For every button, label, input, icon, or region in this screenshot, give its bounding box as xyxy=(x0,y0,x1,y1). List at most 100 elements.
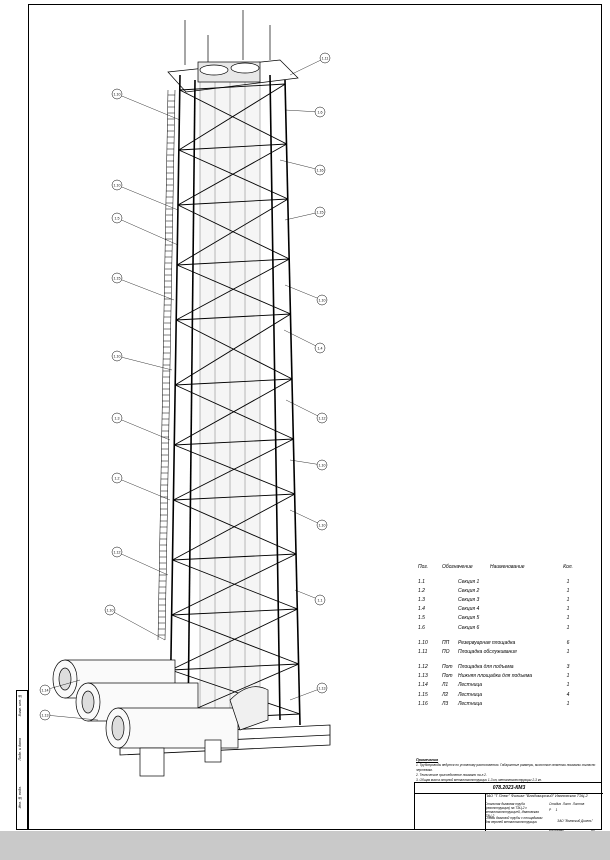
callout-label: 1.12 xyxy=(319,416,326,420)
callout-bubble xyxy=(316,519,328,531)
callout-leader xyxy=(289,459,323,466)
spec-cell-designation: Пот xyxy=(442,673,453,680)
spec-header-pos: Поз. xyxy=(418,563,429,570)
notes-title: Примечания xyxy=(416,758,439,762)
ring-beam xyxy=(178,143,287,151)
spec-cell-name: Секция 6 xyxy=(458,624,480,631)
side-stamp-label: Взам. инв. № xyxy=(18,694,22,717)
callout-bubble xyxy=(111,179,123,191)
bottom-scrollbar-area[interactable] xyxy=(0,831,610,860)
callout-bubble xyxy=(316,412,328,424)
spec-cell-designation: Л3 xyxy=(442,700,449,707)
callout-leader xyxy=(116,217,179,246)
stage-value: Р xyxy=(549,808,552,812)
callout-leader xyxy=(289,509,323,526)
title-block: 078.2023-КМ3 ПАО "Т Плюс" Филиал "Владим… xyxy=(414,782,603,832)
spec-cell-pos: 1.11 xyxy=(418,648,428,655)
spec-cell-qty: 3 xyxy=(566,664,570,671)
spec-cell-qty: 1 xyxy=(566,606,570,613)
spec-cell-pos: 1.12 xyxy=(418,664,428,671)
note-item: 3. Общая масса опорной металлоконструкци… xyxy=(416,778,542,782)
spec-cell-name: Резервуарная площадка xyxy=(458,639,516,646)
callout-leader xyxy=(289,57,326,76)
callout-label: 1.10 xyxy=(319,463,326,467)
diagonal-brace xyxy=(178,149,289,200)
callout-bubble xyxy=(39,709,51,721)
callout-label: 1.10 xyxy=(114,183,121,187)
callout-bubble xyxy=(319,52,331,64)
spec-cell-qty: 6 xyxy=(566,639,570,646)
cross-bracing xyxy=(169,83,301,721)
diagonal-brace xyxy=(173,499,297,555)
callout-bubble xyxy=(316,459,328,471)
diagonal-brace xyxy=(179,89,287,145)
spec-cell-pos: 1.2 xyxy=(418,587,425,594)
sheet-label: Лист xyxy=(562,802,571,806)
diagonal-brace xyxy=(176,198,289,266)
spec-cell-designation: Пот xyxy=(442,664,453,671)
callout-label: 1.6 xyxy=(318,110,323,114)
callout-leader xyxy=(44,714,99,721)
diagonal-brace xyxy=(171,553,297,616)
callout-bubble xyxy=(111,212,123,224)
spec-cell-name: Лестница xyxy=(458,691,483,698)
side-stamp-label: Подп. и дата xyxy=(18,738,22,761)
callout-bubble xyxy=(111,472,123,484)
callout-label: 1.3 xyxy=(115,416,120,420)
ring-beam xyxy=(177,198,289,206)
callout-label: 1.13 xyxy=(319,686,326,690)
spec-cell-qty: 1 xyxy=(566,596,570,603)
callout-label: 1.2 xyxy=(115,476,120,480)
spec-cell-name: Секция 5 xyxy=(458,615,480,622)
spec-cell-name: Секция 1 xyxy=(458,578,480,585)
callout-bubble xyxy=(316,682,328,694)
spec-header-qty: Кол. xyxy=(563,563,573,570)
callout-label: 1.15 xyxy=(317,210,324,214)
spec-cell-name: Площадка для подъема xyxy=(458,664,514,671)
diagonal-brace xyxy=(171,614,299,665)
ring-beam xyxy=(174,438,294,446)
spec-cell-qty: 1 xyxy=(566,673,570,680)
callout-bubble xyxy=(111,412,123,424)
diagonal-brace xyxy=(172,493,296,561)
spec-cell-pos: 1.16 xyxy=(418,700,428,707)
drawing-frame xyxy=(28,4,602,830)
document-code: 078.2023-КМ3 xyxy=(415,783,603,794)
spec-cell-qty: 1 xyxy=(566,578,570,585)
diagonal-brace xyxy=(170,608,298,671)
ring-beam xyxy=(176,313,291,321)
side-stamp: Взам. инв. № Подп. и дата Инв. № подл. xyxy=(2,690,28,830)
spec-cell-designation: Л2 xyxy=(442,691,449,698)
diagonal-brace xyxy=(175,258,290,321)
ring-beam xyxy=(175,378,293,386)
spec-cell-name: Площадка обслуживания xyxy=(458,648,517,655)
callout-label: 1.13 xyxy=(42,713,49,717)
diagonal-brace xyxy=(172,559,298,610)
diagonal-brace xyxy=(177,143,287,206)
callout-leader xyxy=(116,355,173,371)
spec-header-name: Наименование xyxy=(490,563,525,570)
copied-label: Копировал xyxy=(549,828,564,832)
spec-cell-name: Нижняя площадка для подъема xyxy=(458,673,533,680)
diagonal-brace xyxy=(175,319,293,380)
callout-leader xyxy=(116,477,171,501)
callout-bubble xyxy=(111,546,123,558)
spec-cell-designation: Л1 xyxy=(442,682,449,689)
note-item: 2. Техническое присоединение показано на… xyxy=(416,773,487,777)
spec-cell-designation: ПО xyxy=(442,648,450,655)
callout-label: 1.4 xyxy=(318,346,323,350)
spec-cell-name: Секция 2 xyxy=(458,587,480,594)
ring-beam xyxy=(173,493,295,501)
stage-headers: Стадия Лист Листов xyxy=(549,802,584,806)
callout-leader xyxy=(289,687,323,701)
spec-cell-pos: 1.1 xyxy=(418,578,425,585)
spec-cell-qty: 1 xyxy=(566,682,570,689)
spec-cell-qty: 1 xyxy=(566,624,570,631)
spec-cell-qty: 1 xyxy=(566,615,570,622)
